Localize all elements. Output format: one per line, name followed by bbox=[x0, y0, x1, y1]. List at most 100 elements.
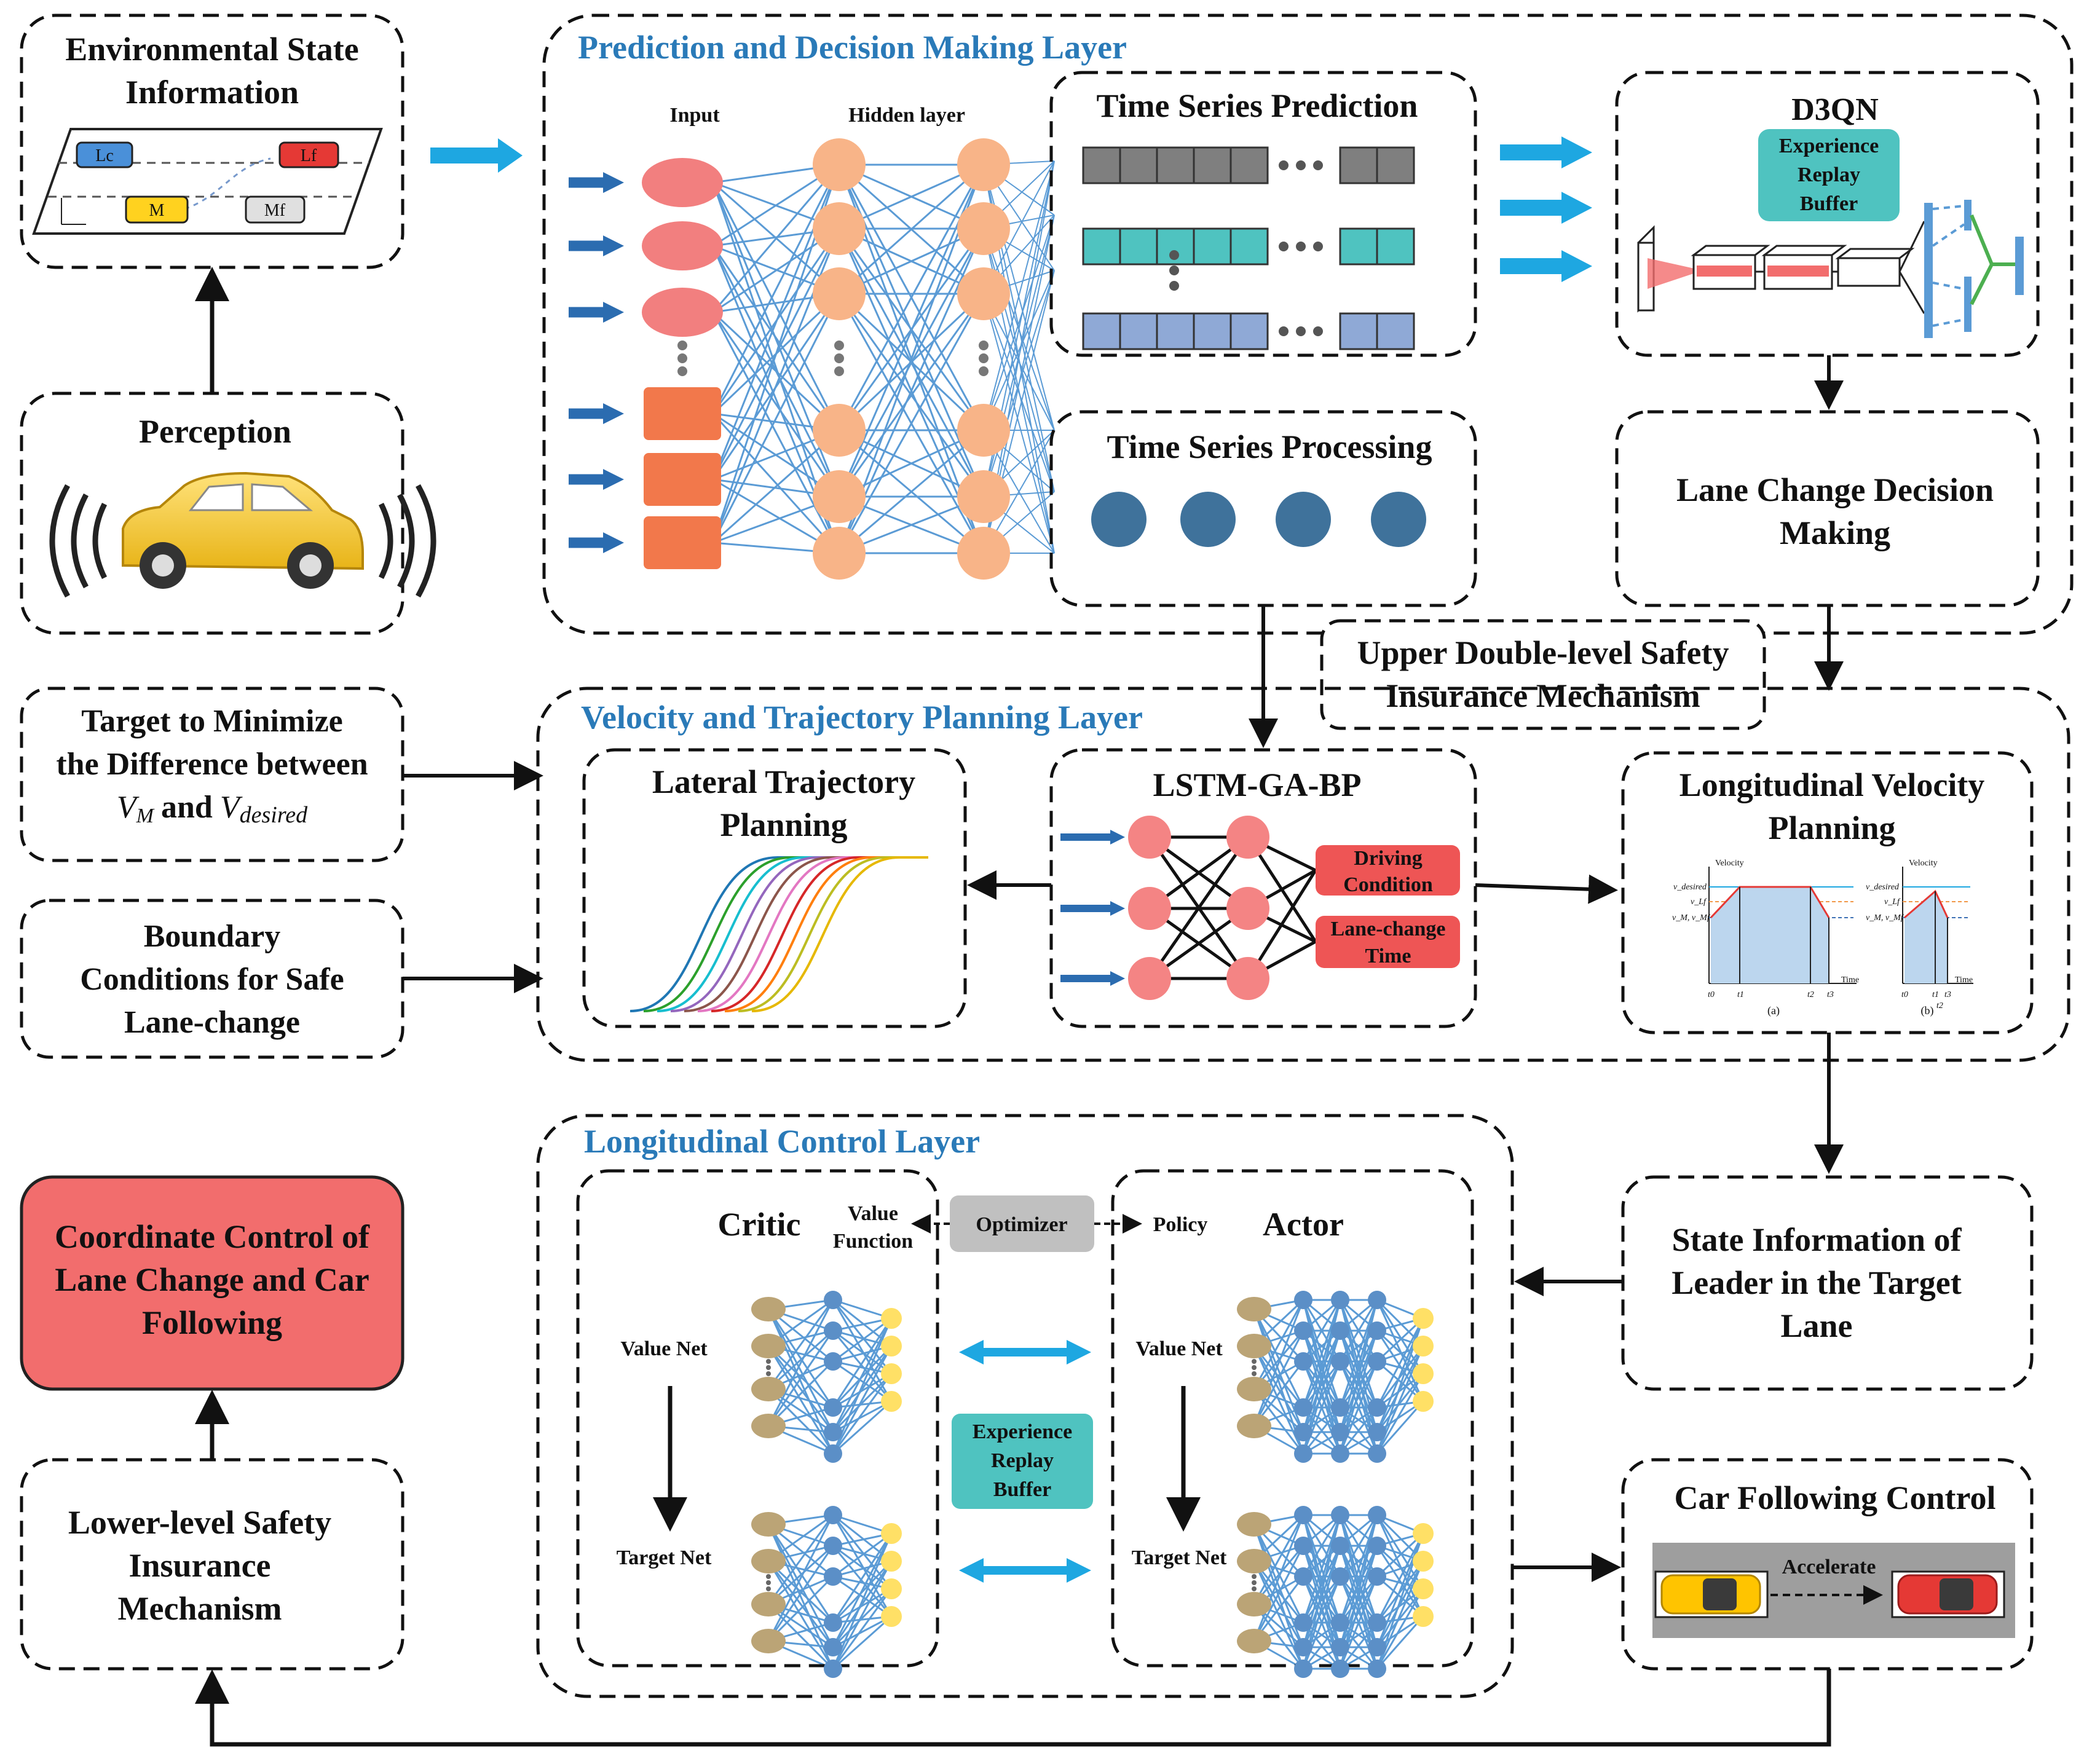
net-link bbox=[1253, 1514, 1304, 1642]
net-input-node bbox=[1237, 1297, 1271, 1321]
arrow-env-to-prediction bbox=[430, 138, 523, 173]
net-input-node bbox=[1237, 1549, 1271, 1573]
vd-subscript: desired bbox=[240, 802, 308, 828]
net-hidden-node bbox=[1331, 1613, 1349, 1632]
ts-cell bbox=[1376, 312, 1415, 350]
env-state-title-1: Environmental State bbox=[65, 31, 359, 68]
net-output-node bbox=[881, 1363, 902, 1384]
net-hidden-node bbox=[1331, 1352, 1349, 1371]
ellipsis-dot bbox=[1252, 1359, 1257, 1364]
boundary-box: Boundary Conditions for Safe Lane-change bbox=[20, 899, 405, 1059]
net-link bbox=[832, 1588, 893, 1648]
velocity-layer-title: Velocity and Trajectory Planning Layer bbox=[581, 699, 1143, 736]
net-link bbox=[983, 293, 1055, 492]
trajectory-curve bbox=[643, 856, 928, 1012]
car-following-box: Car Following Control Accelerate bbox=[1621, 1458, 2034, 1671]
prediction-layer-title: Prediction and Decision Making Layer bbox=[578, 29, 1127, 66]
ellipsis-dot bbox=[979, 366, 989, 376]
net-output-node bbox=[1413, 1363, 1434, 1384]
input-node bbox=[642, 158, 723, 207]
net-link bbox=[1376, 1588, 1424, 1669]
optimizer-box bbox=[950, 1195, 1094, 1252]
net-link bbox=[767, 1299, 834, 1427]
mini-b-t3: t3 bbox=[1944, 990, 1951, 999]
net-link bbox=[832, 1330, 893, 1402]
net-link bbox=[832, 1615, 892, 1648]
net-hidden-node bbox=[1368, 1567, 1386, 1586]
ts-cell bbox=[1339, 227, 1378, 266]
net-link bbox=[1376, 1545, 1424, 1590]
net-hidden-node bbox=[1294, 1321, 1312, 1340]
mini-a-vd: v_desired bbox=[1673, 883, 1707, 892]
net-link bbox=[1339, 1514, 1378, 1623]
net-input-node bbox=[1237, 1377, 1271, 1401]
net-hidden-node bbox=[1368, 1291, 1386, 1309]
net-input-node bbox=[751, 1377, 786, 1401]
net-hidden-node bbox=[824, 1423, 842, 1441]
ts-processing-node bbox=[1180, 492, 1236, 547]
net-link bbox=[1148, 836, 1250, 980]
net-hidden-node bbox=[1331, 1423, 1349, 1441]
prediction-net-nodes bbox=[642, 138, 1010, 580]
net-hidden-node bbox=[1294, 1537, 1312, 1555]
lstm-nodes bbox=[1128, 816, 1269, 1000]
net-hidden-node bbox=[1294, 1613, 1312, 1632]
ts-cell bbox=[1229, 227, 1269, 266]
ellipsis-dot bbox=[766, 1371, 771, 1376]
net-hidden-node bbox=[1331, 1506, 1349, 1524]
net-hidden-node bbox=[1331, 1537, 1349, 1555]
arrow-ts-to-d3qn bbox=[1500, 250, 1592, 282]
hidden-node bbox=[957, 138, 1010, 191]
ellipsis-dot bbox=[766, 1365, 771, 1370]
car-mf-label: Mf bbox=[264, 201, 286, 220]
input-node bbox=[644, 516, 721, 569]
net-link bbox=[767, 1329, 834, 1390]
net-link bbox=[1339, 1576, 1378, 1648]
net-output-node bbox=[1413, 1606, 1434, 1627]
net-link bbox=[832, 1400, 893, 1455]
net-link bbox=[983, 215, 1055, 431]
net-link bbox=[1339, 1361, 1378, 1433]
env-state-box: Environmental State Information Lc Lf M … bbox=[20, 14, 405, 269]
ellipsis-dot bbox=[1169, 250, 1179, 260]
net-hidden-node bbox=[1294, 1444, 1312, 1463]
hidden-layer-label: Hidden layer bbox=[848, 104, 965, 127]
state-line2: Leader in the Target bbox=[1672, 1264, 1962, 1301]
control-net-links bbox=[767, 1299, 1424, 1670]
mini-a-t1: t1 bbox=[1737, 990, 1744, 999]
net-link bbox=[832, 1575, 892, 1618]
net-link bbox=[832, 1360, 892, 1403]
input-arrow bbox=[569, 172, 624, 193]
net-link bbox=[1376, 1373, 1424, 1454]
ellipsis-dot bbox=[1279, 326, 1289, 336]
net-link bbox=[1302, 1299, 1341, 1362]
net-hidden-node bbox=[1368, 1321, 1386, 1340]
net-link bbox=[1339, 1299, 1378, 1408]
net-hidden-node bbox=[1331, 1660, 1349, 1678]
net-link bbox=[767, 1514, 834, 1642]
ellipsis-dot bbox=[834, 353, 844, 363]
ts-cell bbox=[1082, 146, 1121, 184]
input-node bbox=[642, 288, 723, 337]
net-link bbox=[832, 1545, 892, 1590]
value-function-line1: Value bbox=[848, 1202, 898, 1225]
accelerate-label: Accelerate bbox=[1782, 1556, 1876, 1578]
lane-change-decision-box: Lane Change Decision Making bbox=[1615, 410, 2040, 607]
net-input-node bbox=[751, 1549, 786, 1573]
ellipsis-dot bbox=[1252, 1586, 1257, 1591]
trajectory-curve bbox=[738, 856, 928, 1012]
net-link bbox=[767, 1299, 834, 1390]
input-arrow bbox=[569, 302, 624, 323]
boundary-line3: Lane-change bbox=[124, 1005, 300, 1040]
net-hidden-node bbox=[1331, 1291, 1349, 1309]
net-hidden-node bbox=[824, 1660, 842, 1678]
net-link bbox=[1253, 1299, 1304, 1390]
lateral-line2: Planning bbox=[720, 806, 847, 843]
net-link bbox=[767, 1524, 834, 1648]
ts-cell bbox=[1376, 227, 1415, 266]
hidden-node bbox=[813, 138, 866, 191]
lstm-node bbox=[1128, 887, 1171, 930]
net-hidden-node bbox=[1331, 1567, 1349, 1586]
net-link bbox=[838, 293, 985, 554]
